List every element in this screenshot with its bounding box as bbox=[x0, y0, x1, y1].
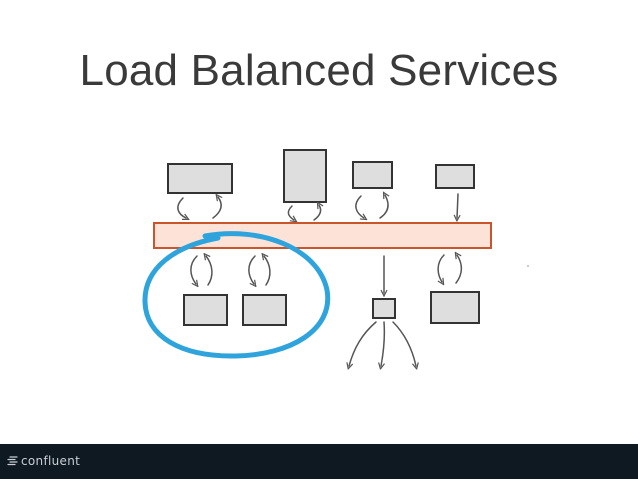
arrow-down bbox=[177, 197, 186, 218]
upper-service-box-3 bbox=[352, 161, 393, 189]
arrow-down bbox=[190, 255, 197, 284]
arrow-down-right bbox=[392, 321, 416, 366]
slide-title: Load Balanced Services bbox=[79, 46, 559, 95]
arrow-up bbox=[456, 255, 463, 284]
footer-bar: confluent bbox=[0, 444, 638, 479]
lower-service-box-4 bbox=[430, 291, 480, 324]
upper-service-box-1 bbox=[167, 163, 233, 194]
stray-dot bbox=[527, 265, 529, 267]
arrow-down bbox=[248, 255, 255, 284]
arrow-down-left bbox=[349, 321, 377, 366]
lower-service-box-2 bbox=[242, 294, 287, 326]
lower-service-box-1 bbox=[183, 294, 228, 326]
arrow-up bbox=[313, 205, 321, 221]
lower-arrows bbox=[190, 254, 463, 293]
arrow-down bbox=[287, 205, 294, 220]
arrow-down bbox=[437, 254, 445, 282]
arrow-down bbox=[381, 321, 386, 366]
footer-logo[interactable]: confluent bbox=[7, 453, 80, 469]
architecture-diagram bbox=[142, 149, 529, 440]
arrow-up bbox=[379, 195, 388, 219]
arrow-down bbox=[457, 193, 458, 218]
load-balancer-bar bbox=[153, 222, 492, 249]
arrow-up bbox=[264, 256, 271, 286]
arrow-up bbox=[212, 197, 221, 219]
fan-out-arrows bbox=[349, 321, 416, 366]
highlight-circle bbox=[142, 231, 331, 359]
arrow-up bbox=[206, 256, 213, 286]
arrow-down bbox=[355, 195, 364, 218]
upper-service-box-4 bbox=[435, 164, 475, 189]
logo-text: confluent bbox=[21, 454, 81, 468]
upper-arrows bbox=[177, 193, 458, 221]
confluent-logo-icon bbox=[7, 456, 18, 466]
lower-service-box-3 bbox=[372, 298, 396, 319]
upper-service-box-2 bbox=[283, 149, 327, 203]
